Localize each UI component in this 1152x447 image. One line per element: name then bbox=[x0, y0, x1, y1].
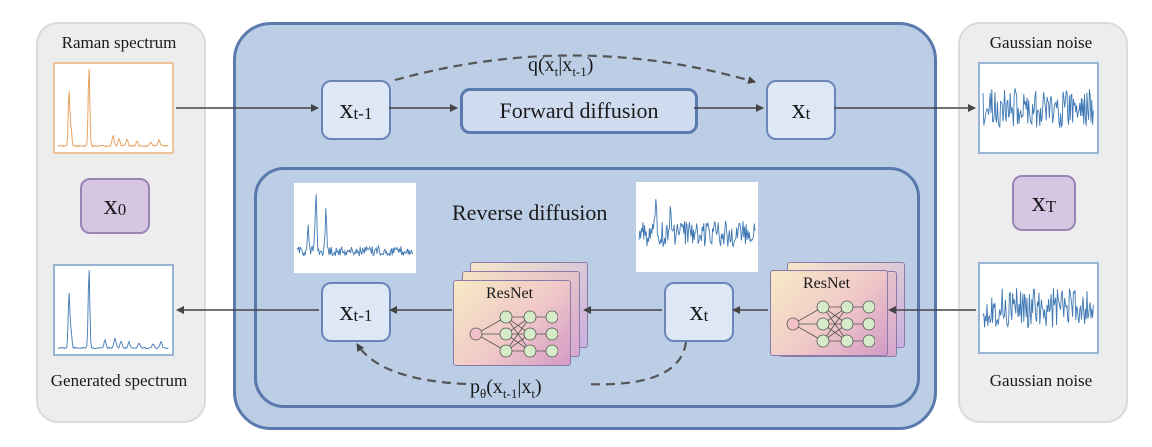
forward-xt-symbol: x bbox=[791, 94, 806, 125]
generated-spectrum-plot bbox=[53, 264, 174, 356]
reverse-eq-open: (x bbox=[486, 376, 503, 398]
x0-subscript: 0 bbox=[117, 200, 127, 219]
generated-spectrum-label: Generated spectrum bbox=[50, 371, 188, 390]
forward-eq-sub2: t-1 bbox=[572, 64, 587, 79]
reverse-xt-minus-1-subscript: t-1 bbox=[353, 306, 373, 325]
forward-equation: q(xt|xt-1) bbox=[528, 54, 593, 80]
reverse-right-line bbox=[638, 199, 756, 248]
reverse-eq-mid: |x bbox=[517, 376, 532, 398]
forward-diffusion-label: Forward diffusion bbox=[499, 98, 659, 123]
resnet-right-card-front: ResNet bbox=[770, 270, 888, 356]
xT-symbol: x bbox=[1031, 187, 1046, 218]
reverse-right-spectrum-chart bbox=[638, 199, 756, 248]
noise-bottom-line bbox=[982, 288, 1094, 329]
resnet-right-label: ResNet bbox=[803, 275, 851, 292]
forward-eq-q: q(x bbox=[528, 54, 555, 76]
generated-spectrum-line bbox=[57, 270, 169, 350]
reverse-xt-subscript: t bbox=[703, 306, 709, 325]
forward-eq-end: ) bbox=[586, 54, 594, 76]
forward-xt-minus-1-symbol: x bbox=[339, 94, 354, 125]
raman-spectrum-line bbox=[57, 68, 169, 148]
reverse-right-spectrum-plot bbox=[636, 182, 758, 272]
reverse-eq-end: ) bbox=[535, 376, 542, 398]
reverse-left-spectrum-chart bbox=[296, 194, 414, 257]
gaussian-noise-top-plot bbox=[978, 62, 1099, 154]
reverse-xt-symbol: x bbox=[689, 296, 704, 327]
reverse-equation: pθ(xt-1|xt) bbox=[470, 376, 542, 402]
gaussian-noise-bottom-label: Gaussian noise bbox=[989, 371, 1093, 390]
gaussian-noise-bottom-plot bbox=[978, 262, 1099, 354]
reverse-eq-p: p bbox=[470, 376, 480, 398]
forward-xt-subscript: t bbox=[805, 104, 811, 123]
generated-spectrum-chart bbox=[57, 270, 169, 350]
noise-top-line bbox=[982, 88, 1094, 129]
neural-network-icon bbox=[469, 310, 558, 358]
neural-network-icon bbox=[786, 300, 875, 348]
reverse-left-line bbox=[296, 194, 414, 257]
reverse-eq-theta: θ bbox=[480, 386, 487, 401]
x0-symbol: x bbox=[103, 190, 118, 221]
reverse-diffusion-title: Reverse diffusion bbox=[452, 200, 608, 225]
resnet-center-card-front: ResNet bbox=[453, 280, 571, 366]
xT-subscript: T bbox=[1045, 197, 1057, 216]
forward-eq-mid: |x bbox=[558, 54, 573, 76]
reverse-eq-sub2: t bbox=[531, 386, 535, 401]
forward-xt-minus-1-subscript: t-1 bbox=[353, 104, 373, 123]
gaussian-noise-top-chart bbox=[982, 88, 1094, 129]
reverse-eq-sub1: t-1 bbox=[502, 386, 518, 401]
reverse-xt-minus-1-symbol: x bbox=[339, 296, 354, 327]
raman-spectrum-chart bbox=[57, 68, 169, 148]
resnet-center-label: ResNet bbox=[486, 285, 534, 302]
gaussian-noise-bottom-chart bbox=[982, 288, 1094, 329]
raman-spectrum-plot bbox=[53, 62, 174, 154]
gaussian-noise-top-label: Gaussian noise bbox=[989, 33, 1093, 52]
reverse-left-spectrum-plot bbox=[294, 183, 416, 273]
raman-spectrum-label: Raman spectrum bbox=[61, 33, 177, 52]
forward-diffusion-box: Forward diffusion bbox=[460, 88, 698, 134]
